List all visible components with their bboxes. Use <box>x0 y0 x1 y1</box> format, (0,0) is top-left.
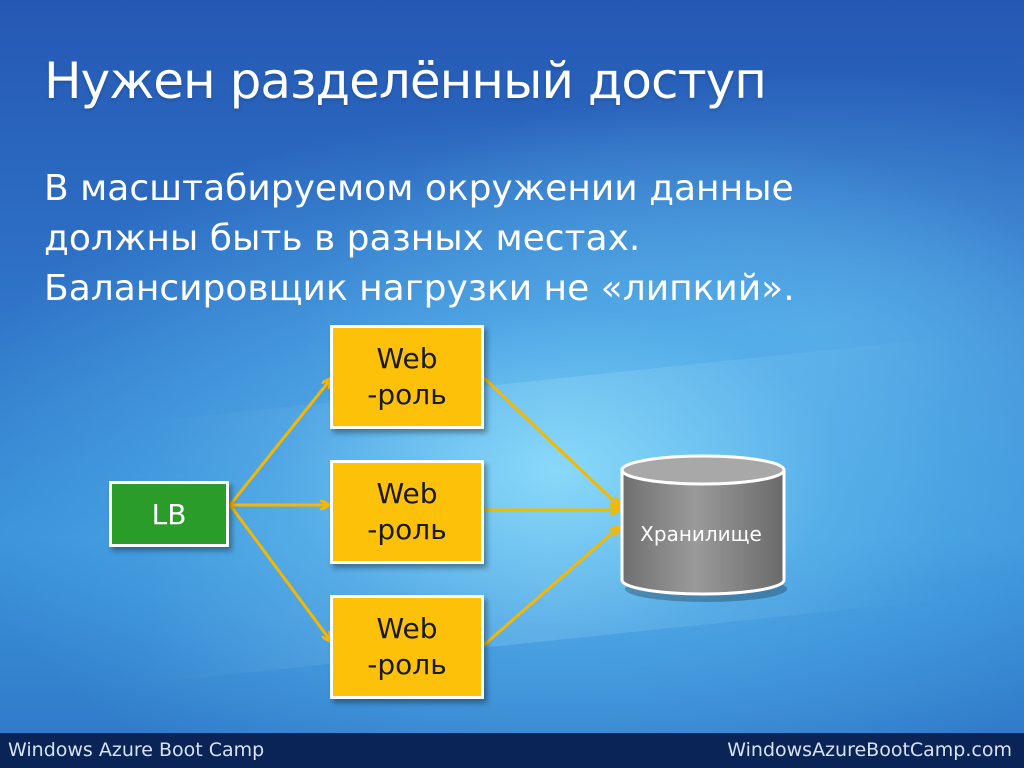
footer-right-text: WindowsAzureBootCamp.com <box>727 739 1012 761</box>
web-role-box: Web -роль <box>330 460 484 564</box>
body-line: должны быть в разных местах. <box>44 218 641 259</box>
arrow-lb-to-web-3 <box>228 504 330 640</box>
web-role-box: Web -роль <box>330 595 484 699</box>
body-line: Балансировщик нагрузки не «липкий». <box>44 268 795 309</box>
web-role-label-line2: -роль <box>367 378 447 411</box>
storage-label: Хранилище <box>640 522 762 546</box>
load-balancer-label: LB <box>151 497 187 531</box>
footer-left-text: Windows Azure Boot Camp <box>8 739 265 761</box>
web-role-label-line1: Web <box>376 477 438 510</box>
web-role-label-line1: Web <box>376 342 438 375</box>
web-role-label-line2: -роль <box>367 513 447 546</box>
slide-title: Нужен разделённый доступ <box>44 51 767 110</box>
body-line: В масштабируемом окружении данные <box>44 168 794 209</box>
arrow-lb-to-web-1 <box>228 380 330 506</box>
arrow-web-3-to-storage <box>483 528 618 647</box>
slide-body: В масштабируемом окружении данные должны… <box>44 164 944 314</box>
web-role-label-line2: -роль <box>367 648 447 681</box>
load-balancer-box: LB <box>109 481 229 547</box>
arrow-web-1-to-storage <box>482 376 618 505</box>
footer-bar: Windows Azure Boot Camp WindowsAzureBoot… <box>0 733 1024 768</box>
database-cylinder-icon <box>620 454 787 602</box>
web-role-box: Web -роль <box>330 325 484 429</box>
web-role-label-line1: Web <box>376 612 438 645</box>
